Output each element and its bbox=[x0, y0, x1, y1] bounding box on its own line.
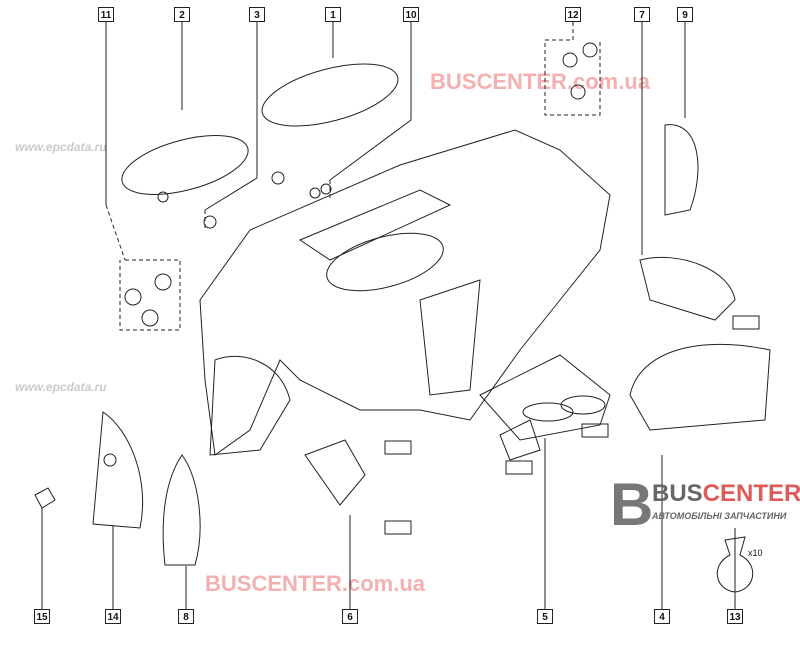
grilles bbox=[124, 42, 598, 327]
callout-12: 12 bbox=[565, 7, 581, 22]
logo-name-part1: BUS bbox=[652, 480, 703, 507]
callout-1: 1 bbox=[325, 7, 341, 22]
side-covers bbox=[34, 411, 201, 566]
quantity-label: x10 bbox=[748, 548, 763, 558]
callout-10: 10 bbox=[403, 7, 419, 22]
logo-mark: B bbox=[610, 471, 654, 538]
logo-name: BUSCENTER bbox=[652, 481, 800, 507]
callout-9: 9 bbox=[677, 7, 693, 22]
cluster-hood bbox=[629, 343, 771, 431]
buscenter-logo: B BUSCENTER АВТОМОБІЛЬНІ ЗАПЧАСТИНИ bbox=[610, 475, 800, 535]
leader-lines bbox=[41, 22, 736, 610]
logo-subtitle: АВТОМОБІЛЬНІ ЗАПЧАСТИНИ bbox=[652, 511, 787, 521]
callout-14: 14 bbox=[105, 609, 121, 624]
callout-7: 7 bbox=[634, 7, 650, 22]
dashboard bbox=[199, 129, 611, 456]
fastener-bag bbox=[716, 536, 754, 593]
callout-11: 11 bbox=[98, 7, 114, 22]
callout-4: 4 bbox=[654, 609, 670, 624]
side-vents bbox=[304, 124, 736, 506]
callout-8: 8 bbox=[178, 609, 194, 624]
callout-tags bbox=[384, 315, 760, 535]
logo-name-part2: CENTER bbox=[702, 480, 800, 507]
callout-15: 15 bbox=[34, 609, 50, 624]
ellipse-caps bbox=[121, 63, 399, 203]
callout-6: 6 bbox=[342, 609, 358, 624]
callout-13: 13 bbox=[727, 609, 743, 624]
callout-3: 3 bbox=[249, 7, 265, 22]
callout-5: 5 bbox=[537, 609, 553, 624]
callout-2: 2 bbox=[174, 7, 190, 22]
